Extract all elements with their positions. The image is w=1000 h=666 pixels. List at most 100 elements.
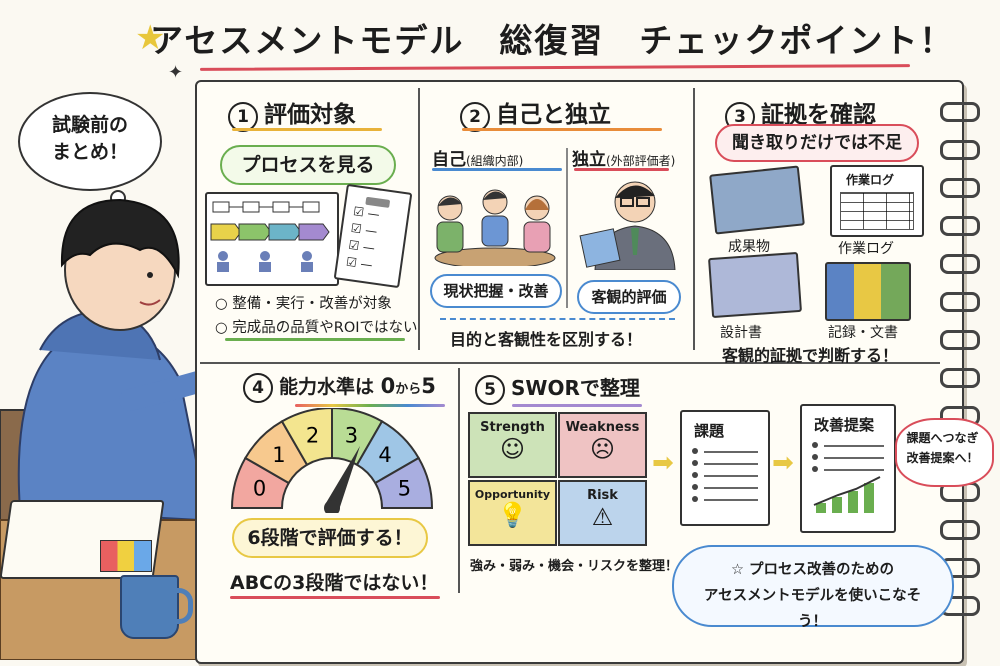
- gauge-hub: [324, 500, 340, 513]
- bullet-underline: [225, 338, 405, 341]
- book-tabs: [100, 540, 152, 572]
- team-discussion-illustration: [434, 189, 556, 266]
- note2-underline: [230, 596, 440, 599]
- bullet-text: 完成品の品質やROIではない: [232, 320, 418, 336]
- title-underline: [199, 64, 911, 71]
- section-title: SWORで整理: [511, 376, 640, 400]
- section-number: 2: [460, 102, 490, 132]
- evidence-label: 作業ログ: [838, 241, 894, 257]
- section4-underline: [295, 404, 445, 407]
- gauge-label: 1: [272, 443, 285, 467]
- issues-doc: 課題: [680, 410, 770, 526]
- smile-face-icon: ☺: [499, 435, 526, 463]
- sad-face-icon: ☹: [589, 435, 616, 463]
- doc-title: 課題: [694, 422, 725, 440]
- gauge-needle: [326, 446, 360, 513]
- star-icon: ★: [135, 18, 166, 58]
- evidence-label: 記録・文書: [828, 325, 898, 341]
- self-label: 自己(組織内部): [432, 145, 523, 170]
- improvement-proposal-doc: 改善提案: [800, 404, 896, 533]
- independent-label-text: 独立: [572, 150, 606, 170]
- independent-sub-text: (外部評価者): [606, 154, 676, 168]
- page-title: アセスメントモデル 総復習 チェックポイント！: [150, 21, 955, 60]
- gauge-label: 0: [253, 477, 266, 501]
- evidence-label: 成果物: [728, 239, 770, 255]
- section-title: 自己と独立: [496, 102, 611, 128]
- clipboard-checklist-icon: ☑ —☑ —☑ —☑ —: [333, 183, 413, 289]
- divider: [200, 362, 940, 364]
- swot-label: Strength: [480, 420, 545, 435]
- sparkle-icon: ✦: [168, 62, 184, 83]
- divider: [693, 88, 695, 350]
- section1-bullet: ○ 整備・実行・改善が対象: [215, 296, 392, 312]
- swot-strength: Strength ☺: [468, 412, 557, 478]
- section1-bullet: ○ 完成品の品質やROIではない: [215, 320, 418, 336]
- section3-pill: 聞き取りだけでは不足: [715, 124, 919, 162]
- speech-bubble-text: 試験前の まとめ！: [51, 114, 128, 163]
- gauge-segment: [373, 456, 434, 509]
- arrow-right-icon: ➡: [772, 448, 794, 478]
- gauge-label: 4: [378, 443, 391, 467]
- independent-label: 独立(外部評価者): [572, 145, 675, 170]
- gauge-label: 5: [398, 477, 411, 501]
- range-mid: から: [395, 382, 422, 397]
- lightbulb-icon: 💡: [497, 501, 528, 529]
- section5-underline: [512, 404, 642, 407]
- swot-label: Risk: [587, 488, 618, 503]
- section2-summary: 目的と客観性を区別する！: [450, 330, 643, 349]
- self-sub-text: (組織内部): [466, 154, 524, 168]
- swot-label: Weakness: [565, 420, 640, 435]
- coffee-mug-icon: [120, 575, 179, 639]
- process-flow-diagram: [205, 192, 339, 286]
- section2-underline: [462, 128, 662, 131]
- mug-handle: [170, 588, 193, 624]
- capability-gauge: 012 345: [230, 408, 434, 513]
- gauge-segment: [280, 408, 333, 467]
- divider: [458, 368, 460, 593]
- evidence-label: 設計書: [720, 325, 762, 341]
- deliverables-binder-icon: [709, 165, 805, 235]
- swot-label: Opportunity: [474, 488, 551, 501]
- swot-opportunity: Opportunity 💡: [468, 480, 557, 546]
- worklog-header: 作業ログ: [846, 173, 895, 187]
- bullet-text: 整備・実行・改善が対象: [232, 296, 392, 312]
- swot-weakness: Weakness ☹: [558, 412, 647, 478]
- worklog-sheet-icon: 作業ログ: [830, 165, 924, 237]
- divider: [566, 148, 568, 308]
- section-title: 評価対象: [264, 102, 356, 128]
- thought-cloud: [895, 418, 994, 487]
- section1-underline: [232, 128, 382, 131]
- section-title: 能力水準は: [279, 376, 375, 398]
- conclusion-text: ☆ プロセス改善のための アセスメントモデルを使いこなそう！: [703, 562, 922, 630]
- gauge-label: 3: [345, 424, 358, 448]
- section5-caption: 強み・弱み・機会・リスクを整理！: [470, 559, 679, 574]
- section-number: 5: [475, 375, 505, 405]
- design-doc-icon: [708, 251, 802, 319]
- self-caption: 現状把握・改善: [430, 274, 562, 308]
- doc-title: 改善提案: [814, 416, 875, 434]
- arrow-right-icon: ➡: [652, 448, 674, 478]
- section1-pill: プロセスを見る: [220, 145, 396, 185]
- range-end: 5: [421, 374, 436, 398]
- section3-summary: 客観的証拠で判断する！: [722, 346, 899, 365]
- gauge-label: 2: [306, 424, 319, 448]
- independent-underline: [574, 168, 669, 171]
- independent-caption: 客観的評価: [577, 280, 681, 314]
- speech-bubble: [18, 92, 162, 191]
- growth-chart-icon: [813, 476, 881, 513]
- section-number: 1: [228, 102, 258, 132]
- external-assessor-illustration: [579, 181, 676, 270]
- conclusion-box: [672, 545, 954, 627]
- section4-note1: 6段階で評価する！: [232, 518, 428, 558]
- records-binders-icon: [825, 262, 911, 321]
- self-label-text: 自己: [432, 150, 466, 170]
- range-start: 0: [380, 374, 396, 398]
- warning-icon: ⚠: [591, 503, 614, 531]
- cloud-text: 課題へつなぎ 改善提案へ！: [906, 431, 979, 465]
- swot-risk: Risk ⚠: [558, 480, 647, 546]
- section4-note2: ABCの3段階ではない！: [230, 572, 439, 594]
